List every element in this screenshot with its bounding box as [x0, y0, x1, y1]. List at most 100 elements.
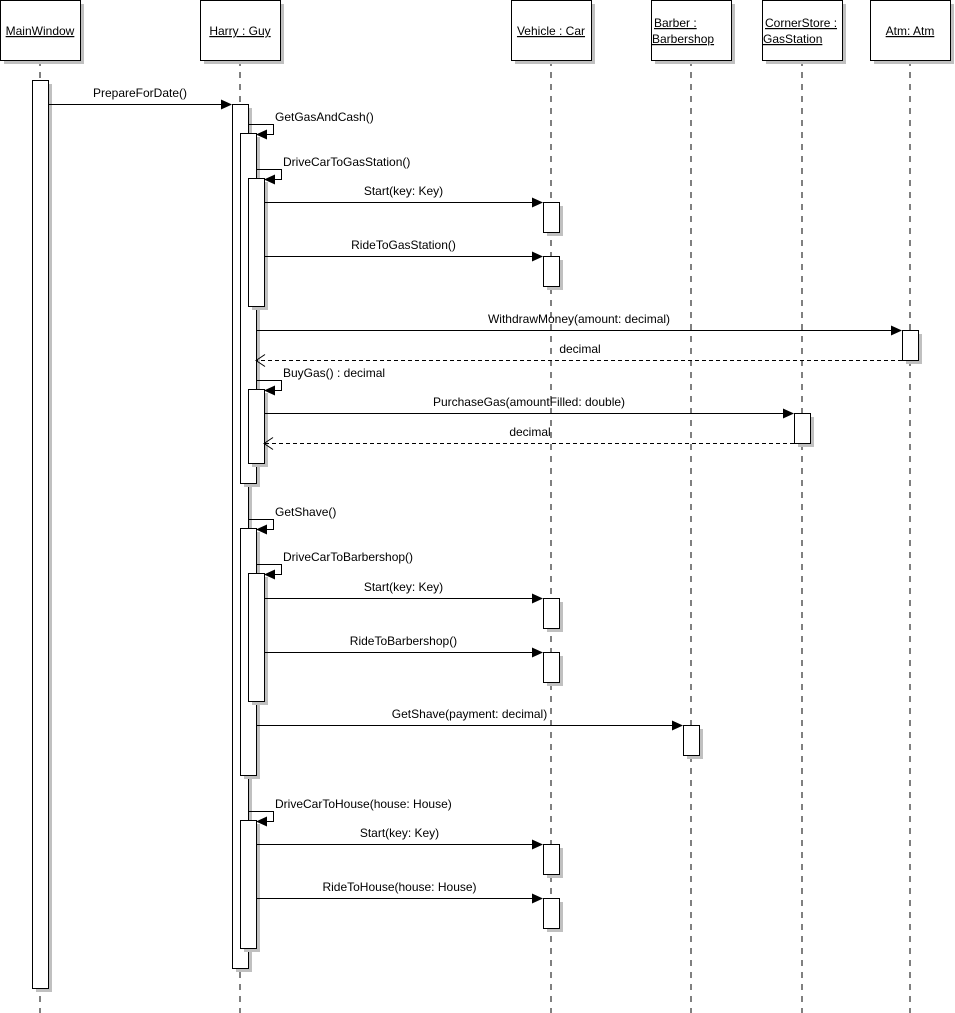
lifeline-head-barber[interactable]: Barber : Barbershop	[651, 0, 736, 65]
activations-layer	[32, 80, 922, 992]
message-label: PrepareForDate()	[93, 86, 187, 100]
head-box	[651, 0, 732, 61]
lifeline-head-atm[interactable]: Atm: Atm	[870, 0, 955, 65]
message-call: Start(key: Key)	[256, 826, 543, 850]
activation-bar-vehicle	[543, 844, 563, 878]
lifeline-name: Atm: Atm	[886, 24, 935, 38]
message-self: GetShave()	[248, 505, 336, 535]
self-message-line	[256, 380, 282, 391]
arrowhead-filled	[532, 593, 543, 604]
activation-bar-cornerstore	[794, 413, 814, 447]
arrowhead-filled	[221, 99, 232, 110]
activation-bar-harry	[248, 178, 268, 310]
message-self: DriveCarToBarbershop()	[256, 550, 413, 580]
activation-bar-atm	[902, 330, 922, 364]
activation-box	[248, 573, 265, 702]
message-call: Start(key: Key)	[264, 580, 543, 604]
message-label: RideToBarbershop()	[350, 634, 457, 648]
message-label: decimal	[509, 425, 550, 439]
message-call: PrepareForDate()	[48, 86, 232, 110]
lifeline-name: Barbershop	[652, 32, 714, 46]
message-self: DriveCarToHouse(house: House)	[248, 797, 452, 827]
self-message-line	[248, 519, 274, 530]
head-box	[870, 0, 951, 61]
arrowhead-filled	[532, 893, 543, 904]
activation-box	[543, 256, 560, 287]
message-label: Start(key: Key)	[364, 580, 443, 594]
arrowhead-filled	[672, 720, 683, 731]
arrowhead-open	[255, 354, 266, 367]
message-call: RideToHouse(house: House)	[256, 880, 543, 904]
activation-box	[794, 413, 811, 444]
arrowhead-filled	[256, 524, 267, 535]
self-message-line	[256, 564, 282, 575]
message-label: Start(key: Key)	[364, 184, 443, 198]
message-label: decimal	[559, 342, 600, 356]
message-self: BuyGas() : decimal	[256, 366, 385, 396]
lifeline-head-mainwindow[interactable]: MainWindow	[0, 0, 85, 65]
arrowhead-filled	[532, 251, 543, 262]
arrowhead-filled	[783, 408, 794, 419]
arrowhead-filled	[256, 129, 267, 140]
message-call: PurchaseGas(amountFilled: double)	[264, 395, 794, 419]
self-message-line	[248, 811, 274, 822]
activation-box	[240, 820, 257, 949]
self-message-line	[256, 169, 282, 180]
arrowhead-filled	[532, 839, 543, 850]
activation-bar-vehicle	[543, 898, 563, 932]
messages-layer: PrepareForDate() GetGasAndCash() DriveCarT…	[48, 86, 902, 904]
lifeline-head-vehicle[interactable]: Vehicle : Car	[511, 0, 596, 65]
message-label: DriveCarToBarbershop()	[283, 550, 413, 564]
arrowhead-filled	[264, 569, 275, 580]
message-label: GetShave(payment: decimal)	[392, 707, 547, 721]
arrowhead-filled	[256, 816, 267, 827]
arrowhead-filled	[264, 385, 275, 396]
arrowhead-open	[263, 437, 274, 450]
lifeline-name: Barber :	[654, 16, 697, 30]
activation-box	[248, 389, 265, 464]
activation-bar-vehicle	[543, 598, 563, 632]
activation-box	[32, 80, 49, 989]
arrowhead-filled	[891, 325, 902, 336]
activation-bar-vehicle	[543, 256, 563, 290]
message-label: GetGasAndCash()	[275, 110, 374, 124]
head-box	[200, 0, 281, 61]
arrowhead-filled	[532, 197, 543, 208]
activation-bar-harry	[248, 573, 268, 705]
lifeline-head-cornerstore[interactable]: CornerStore : GasStation	[762, 0, 847, 65]
message-label: PurchaseGas(amountFilled: double)	[433, 395, 625, 409]
self-message-line	[248, 124, 274, 135]
message-label: RideToHouse(house: House)	[322, 880, 476, 894]
message-call: GetShave(payment: decimal)	[256, 707, 683, 731]
message-return: decimal	[263, 425, 794, 450]
lifeline-name: GasStation	[763, 32, 822, 46]
message-return: decimal	[255, 342, 902, 367]
activation-bar-vehicle	[543, 652, 563, 686]
arrowhead-filled	[532, 647, 543, 658]
activation-box	[902, 330, 919, 361]
activation-box	[248, 178, 265, 307]
head-box	[0, 0, 81, 61]
message-label: RideToGasStation()	[351, 238, 456, 252]
message-label: Start(key: Key)	[360, 826, 439, 840]
message-self: DriveCarToGasStation()	[256, 155, 410, 185]
lifeline-name: MainWindow	[6, 24, 75, 38]
message-self: GetGasAndCash()	[248, 110, 374, 140]
activation-bar-harry	[248, 389, 268, 467]
activation-box	[543, 202, 560, 233]
message-label: BuyGas() : decimal	[283, 366, 385, 380]
lifeline-name: Vehicle : Car	[517, 24, 585, 38]
activation-box	[543, 844, 560, 875]
message-call: RideToBarbershop()	[264, 634, 543, 658]
message-label: WithdrawMoney(amount: decimal)	[488, 312, 670, 326]
activation-bar-barber	[683, 725, 703, 759]
activation-bar-harry	[240, 820, 260, 952]
lifeline-name: CornerStore :	[765, 16, 837, 30]
head-box	[511, 0, 592, 61]
activation-box	[543, 598, 560, 629]
activation-bar-mainwindow	[32, 80, 52, 992]
message-label: DriveCarToHouse(house: House)	[275, 797, 452, 811]
lifeline-head-harry[interactable]: Harry : Guy	[200, 0, 285, 65]
